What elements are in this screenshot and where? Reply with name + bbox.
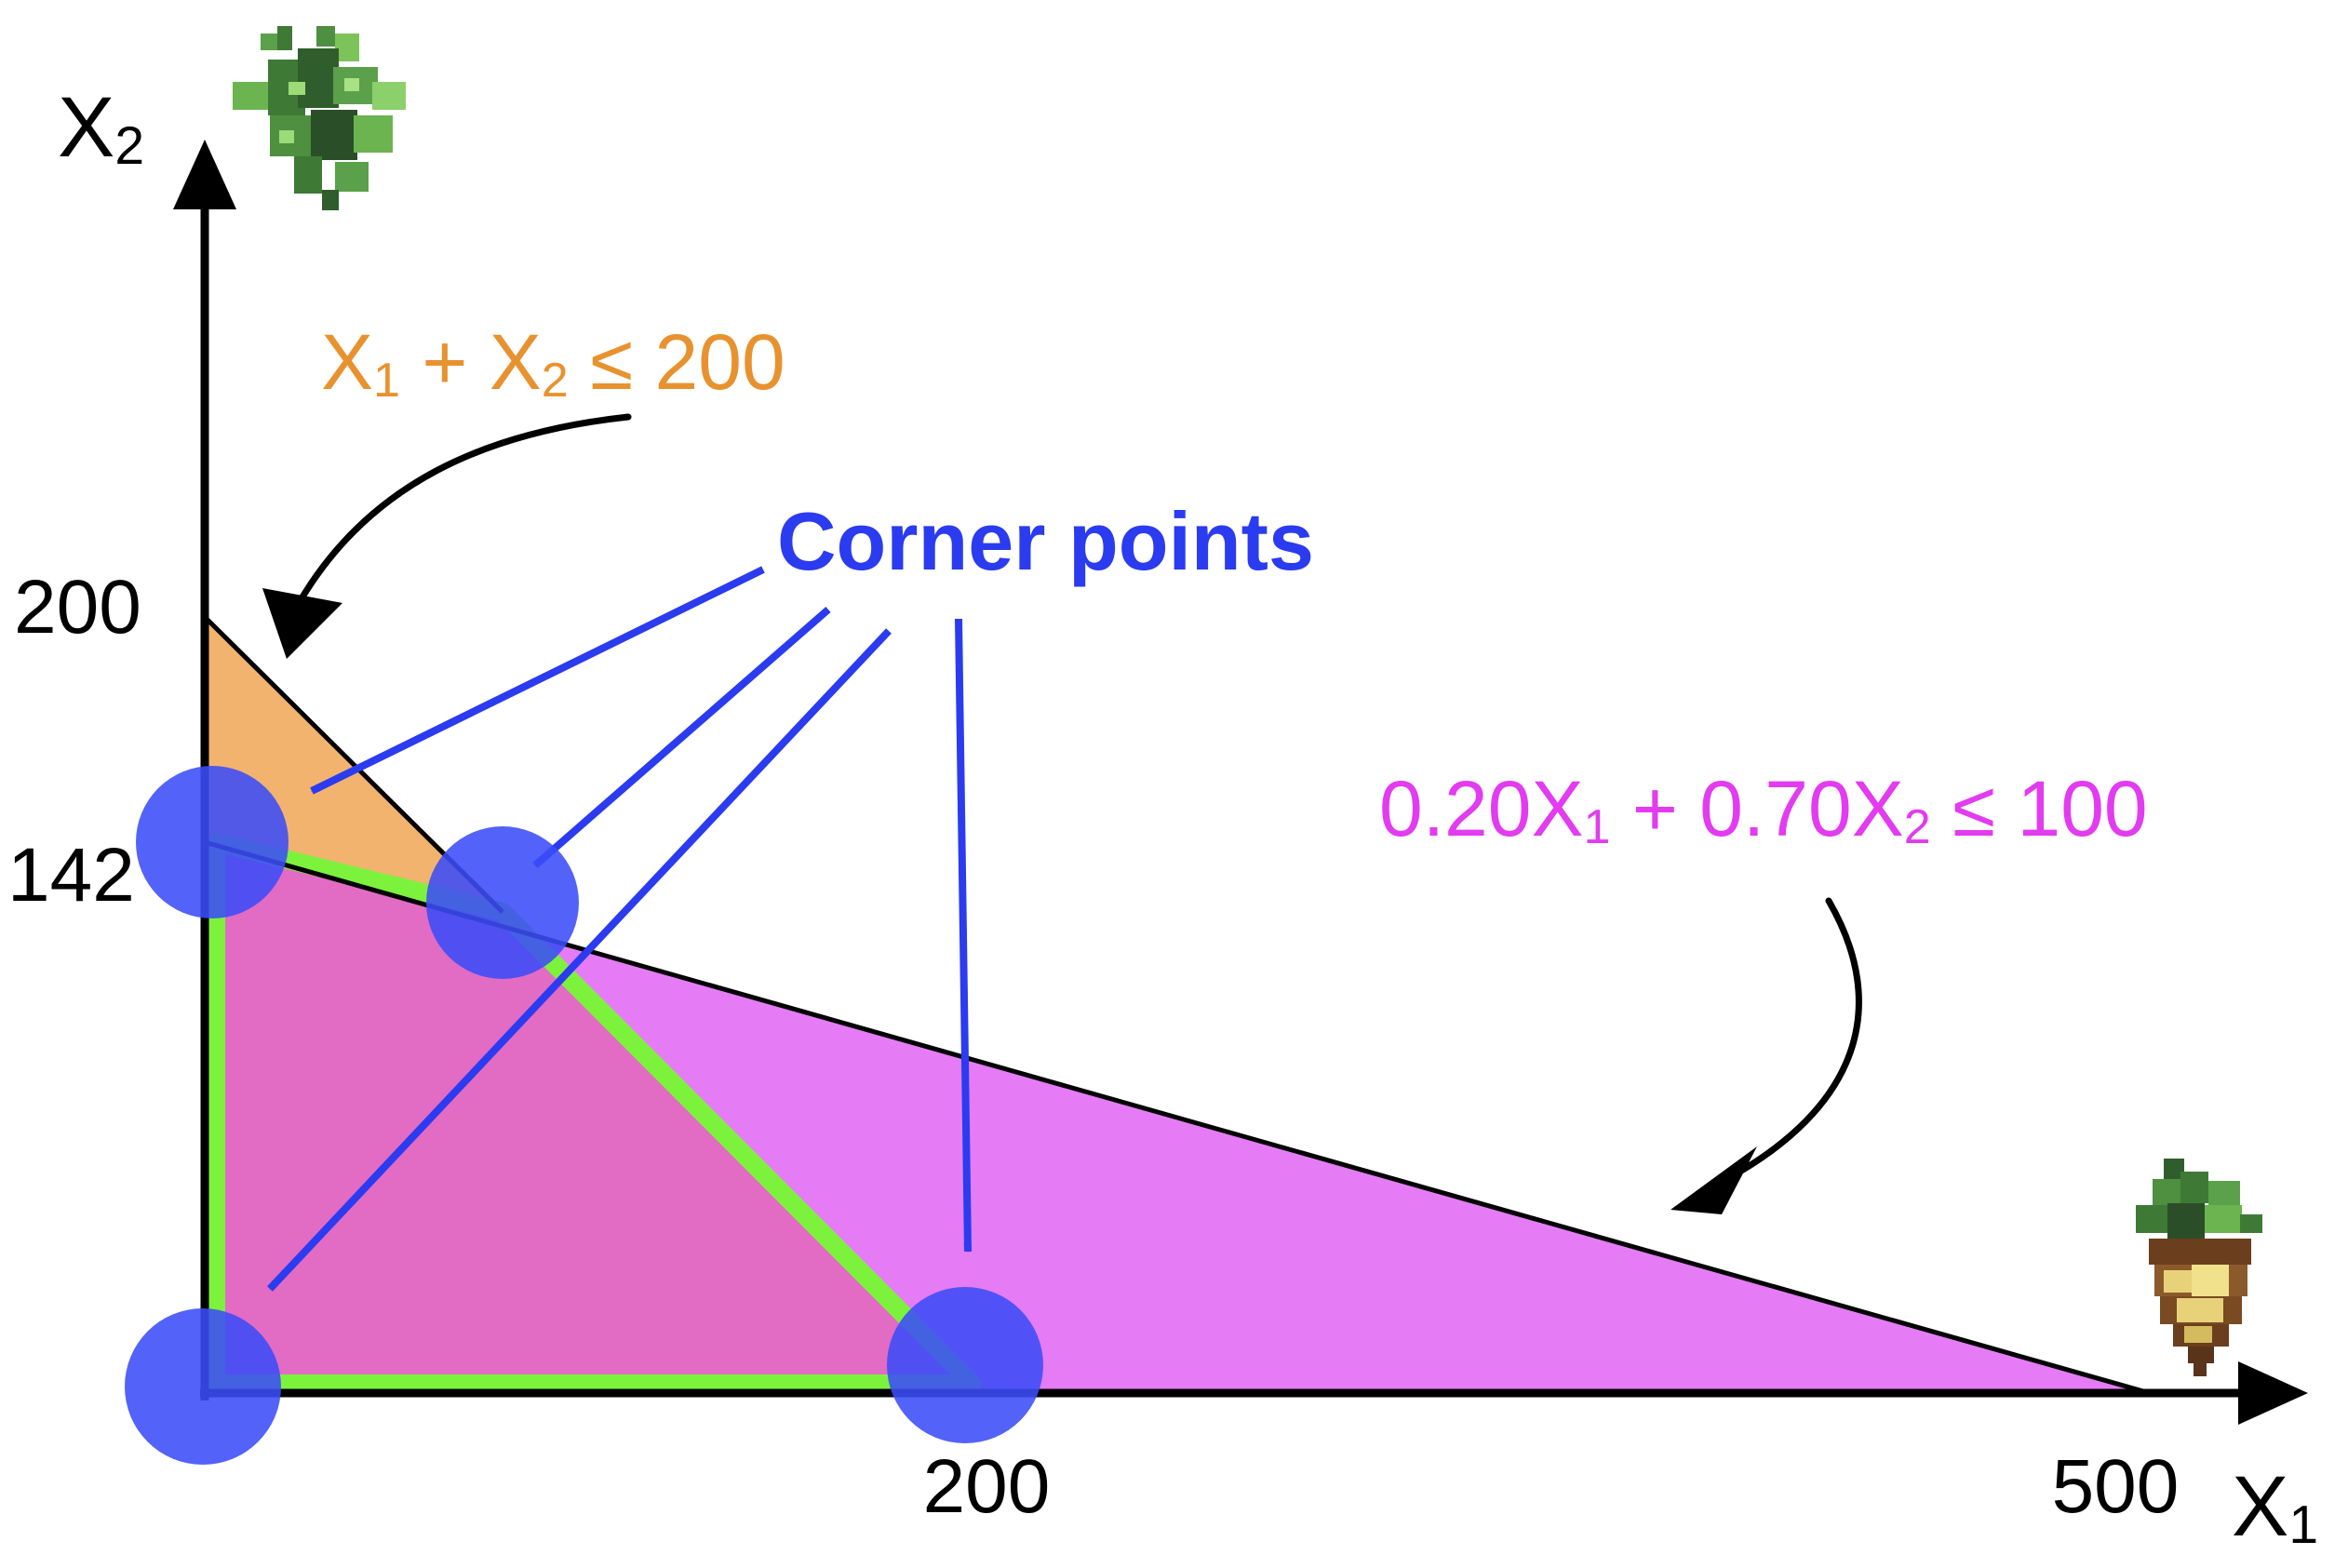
feasible-region <box>205 842 991 1393</box>
corner-point-intersection <box>426 826 579 979</box>
x-tick-500: 500 <box>2052 1444 2180 1529</box>
y-axis-label: X2 <box>58 80 144 176</box>
corner-arrow-to-origin <box>267 628 892 1292</box>
constraint-1-arrow <box>294 413 632 609</box>
constraint-1-arrowhead <box>262 588 342 659</box>
y-axis-arrowhead <box>173 140 236 209</box>
x-axis-label: X1 <box>2232 1459 2318 1555</box>
leafy-green-crop-icon <box>233 26 406 210</box>
root-vegetable-crop-icon <box>2136 1159 2262 1376</box>
x-axis-arrowhead <box>2238 1361 2308 1425</box>
constraint-2-arrowhead <box>1670 1146 1757 1214</box>
x-tick-200: 200 <box>923 1444 1051 1529</box>
corner-arrow-to-142 <box>310 566 765 795</box>
corner-arrow-to-200 <box>955 618 973 1253</box>
constraint-2-arrow <box>1718 897 1862 1186</box>
y-tick-142: 142 <box>7 833 135 918</box>
y-tick-200: 200 <box>14 565 141 650</box>
corner-point-0-142 <box>136 766 288 918</box>
constraint-1-label: X1 + X2 ≤ 200 <box>321 318 785 408</box>
constraint-2-label: 0.20X1 + 0.70X2 ≤ 100 <box>1379 765 2148 854</box>
corner-points-label: Corner points <box>777 495 1314 587</box>
corner-point-origin <box>125 1308 281 1465</box>
corner-arrow-to-intersection <box>532 606 831 869</box>
corner-point-200-0 <box>887 1287 1043 1443</box>
